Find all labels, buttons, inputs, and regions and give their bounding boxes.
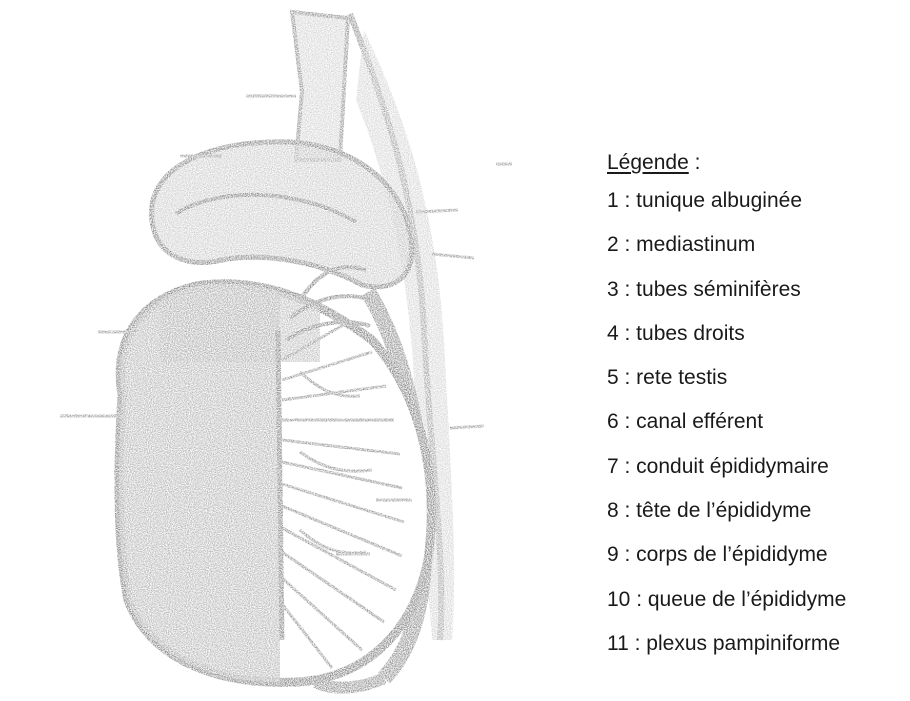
legend-heading-colon: : bbox=[689, 151, 701, 174]
legend: Légende : 1 : tunique albuginée 2 : medi… bbox=[607, 148, 907, 675]
legend-title: Légende : bbox=[607, 148, 907, 178]
legend-item: 4 : tubes droits bbox=[607, 321, 907, 347]
legend-item: 10 : queue de l’épididyme bbox=[607, 587, 907, 613]
legend-item: 2 : mediastinum bbox=[607, 232, 907, 258]
legend-item: 11 : plexus pampiniforme bbox=[607, 631, 907, 657]
legend-item: 8 : tête de l’épididyme bbox=[607, 498, 907, 524]
legend-item: 1 : tunique albuginée bbox=[607, 188, 907, 214]
legend-item: 7 : conduit épididymaire bbox=[607, 454, 907, 480]
legend-heading: Légende bbox=[607, 151, 689, 174]
epididymis-head bbox=[152, 142, 412, 287]
legend-item: 3 : tubes séminifères bbox=[607, 277, 907, 303]
testis-diagram bbox=[0, 0, 560, 701]
spermatic-cord bbox=[292, 12, 348, 160]
legend-item: 6 : canal efférent bbox=[607, 409, 907, 435]
legend-item: 9 : corps de l’épididyme bbox=[607, 542, 907, 568]
legend-item: 5 : rete testis bbox=[607, 365, 907, 391]
